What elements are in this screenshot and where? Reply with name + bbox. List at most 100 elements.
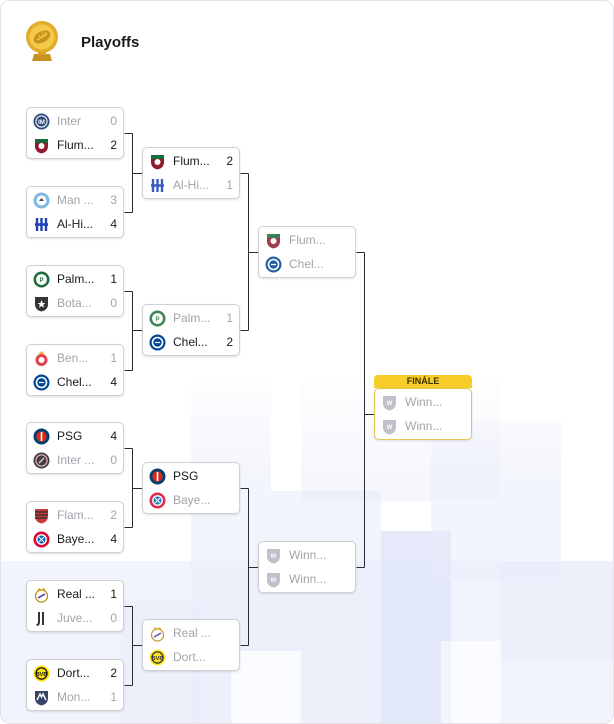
team-row[interactable]: Al-Hi...4: [33, 214, 117, 234]
team-row[interactable]: Man ...3: [33, 190, 117, 210]
real-madrid-logo: [34, 587, 49, 603]
team-row[interactable]: Ben...1: [33, 348, 117, 368]
team-score: 1: [110, 587, 117, 601]
match-card[interactable]: Flum... Chel...: [258, 226, 356, 278]
team-score: 2: [226, 335, 233, 349]
al-hilal-logo: [34, 216, 49, 232]
svg-text:W: W: [387, 425, 393, 431]
team-row[interactable]: Inter ... 0: [33, 450, 117, 470]
team-score: 2: [110, 138, 117, 152]
team-name: Bota...: [57, 296, 92, 310]
team-row[interactable]: Real ...: [149, 623, 233, 643]
team-name: Chel...: [289, 257, 324, 271]
team-row[interactable]: Real ...1: [33, 584, 117, 604]
team-row[interactable]: Flum...2: [33, 135, 117, 155]
team-name: PSG: [173, 469, 199, 483]
team-row[interactable]: Al-Hi...1: [149, 175, 233, 195]
team-row[interactable]: Baye...4: [33, 529, 117, 549]
svg-text:BVB: BVB: [152, 656, 164, 662]
team-name: Winn...: [289, 572, 327, 586]
team-score: 1: [110, 272, 117, 286]
team-name: Juve...: [57, 611, 93, 625]
botafogo-logo: [35, 296, 48, 311]
placeholder-shield-icon: W: [267, 572, 280, 587]
real-madrid-logo: [150, 626, 165, 642]
team-row[interactable]: Bota... 0: [33, 293, 117, 313]
team-name: Baye...: [173, 493, 211, 507]
team-name: PSG: [57, 429, 83, 443]
team-name: Palm...: [173, 311, 211, 325]
team-row[interactable]: Chel...: [265, 254, 349, 274]
team-score: 2: [110, 508, 117, 522]
trophy-icon: [26, 21, 58, 61]
team-name: Baye...: [57, 532, 95, 546]
team-name: Al-Hi...: [173, 178, 209, 192]
team-score: 4: [110, 217, 117, 231]
page-title: Playoffs: [81, 33, 140, 51]
svg-text:BVB: BVB: [36, 672, 48, 678]
chelsea-logo: [265, 256, 282, 272]
fluminense-logo: [151, 154, 164, 169]
team-name: Inter: [57, 114, 82, 128]
team-row[interactable]: W Winn...: [381, 416, 465, 436]
team-row[interactable]: W Winn...: [265, 569, 349, 589]
team-row[interactable]: P Palm... 1: [149, 308, 233, 328]
team-name: Winn...: [405, 395, 443, 409]
team-score: 0: [110, 296, 117, 310]
benfica-logo: [35, 350, 48, 366]
team-row[interactable]: Mon... 1: [33, 687, 117, 707]
team-name: Flam...: [57, 508, 94, 522]
team-score: 0: [110, 453, 117, 467]
palmeiras-logo: P: [149, 310, 166, 326]
team-row[interactable]: Flum...2: [149, 151, 233, 171]
man-city-logo: [33, 192, 50, 208]
team-score: 1: [110, 690, 117, 704]
team-row[interactable]: Flum...: [265, 230, 349, 250]
final-label: FINÁLE: [374, 375, 472, 388]
team-score: 2: [110, 666, 117, 680]
dortmund-logo: BVB: [33, 665, 50, 681]
team-row[interactable]: PSG: [149, 466, 233, 486]
team-name: Mon...: [57, 690, 91, 704]
team-name: Ben...: [57, 351, 89, 365]
team-row[interactable]: Baye...: [149, 490, 233, 510]
psg-logo: [149, 468, 166, 484]
team-name: Winn...: [405, 419, 443, 433]
team-row[interactable]: Chel...4: [33, 372, 117, 392]
fluminense-logo: [35, 138, 48, 153]
team-name: Winn...: [289, 548, 327, 562]
svg-text:P: P: [39, 278, 43, 284]
team-score: 1: [226, 311, 233, 325]
team-name: Inter ...: [57, 453, 95, 467]
team-row[interactable]: Flam... 2: [33, 505, 117, 525]
chelsea-logo: [33, 374, 50, 390]
psg-logo: [33, 428, 50, 444]
final-match[interactable]: W Winn... W Winn...: [374, 388, 472, 440]
team-row[interactable]: W Winn...: [381, 392, 465, 412]
svg-text:W: W: [387, 401, 393, 407]
svg-text:P: P: [155, 317, 159, 323]
team-row[interactable]: Juve...0: [33, 608, 117, 628]
match-card[interactable]: PSG Baye...: [142, 462, 240, 514]
team-row[interactable]: Chel...2: [149, 332, 233, 352]
